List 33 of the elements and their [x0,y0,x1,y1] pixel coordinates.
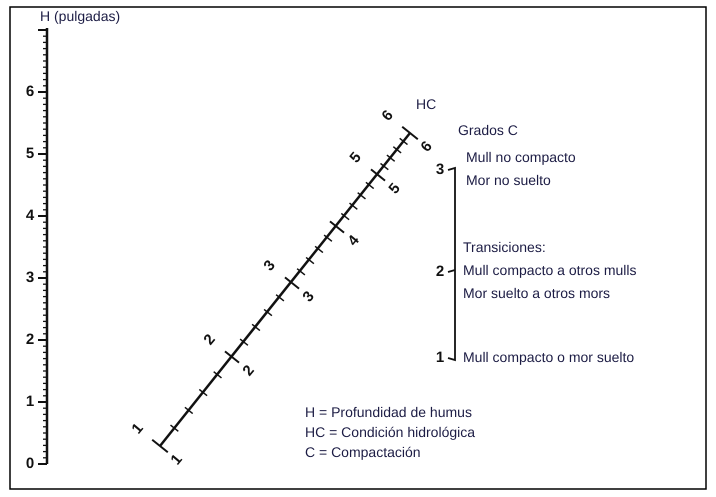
category-label: Transiciones: [463,239,546,255]
note: HC = Condición hidrológica [305,424,476,440]
tick-label: 5 [347,149,365,166]
tick-label: 6 [26,84,34,100]
tick-label: 2 [201,331,219,348]
tick-label: 0 [26,456,34,472]
tick-label: 4 [26,208,34,224]
tick-label: 5 [26,146,34,162]
category-label: Mull no compacto [466,149,576,165]
note: C = Compactación [305,444,421,460]
category-label: Mor no suelto [466,172,551,188]
tick-label: 4 [345,232,363,250]
axis-title: HC [416,96,436,112]
tick-label: 3 [436,162,444,178]
tick-label: 6 [418,138,436,156]
tick-label: 1 [26,394,34,410]
note: H = Profundidad de humus [305,404,472,420]
tick-label: 3 [26,270,34,286]
tick-label: 1 [436,350,444,366]
tick-label: 5 [386,180,404,198]
category-label: Mull compacto o mor suelto [463,349,634,365]
category-label: Mor suelto a otros mors [463,285,610,301]
tick-label: 2 [436,264,444,280]
tick-label: 3 [300,288,318,306]
tick-label: 2 [26,332,34,348]
category-label: Mull compacto a otros mulls [463,262,637,278]
axis-title: Grados C [458,122,518,138]
tick-label: 1 [129,420,147,437]
tick-label: 2 [240,362,258,380]
axis-title: H (pulgadas) [40,8,120,24]
tick-label: 1 [168,451,186,468]
tick-label: 6 [379,107,397,124]
tick-label: 3 [261,257,279,274]
